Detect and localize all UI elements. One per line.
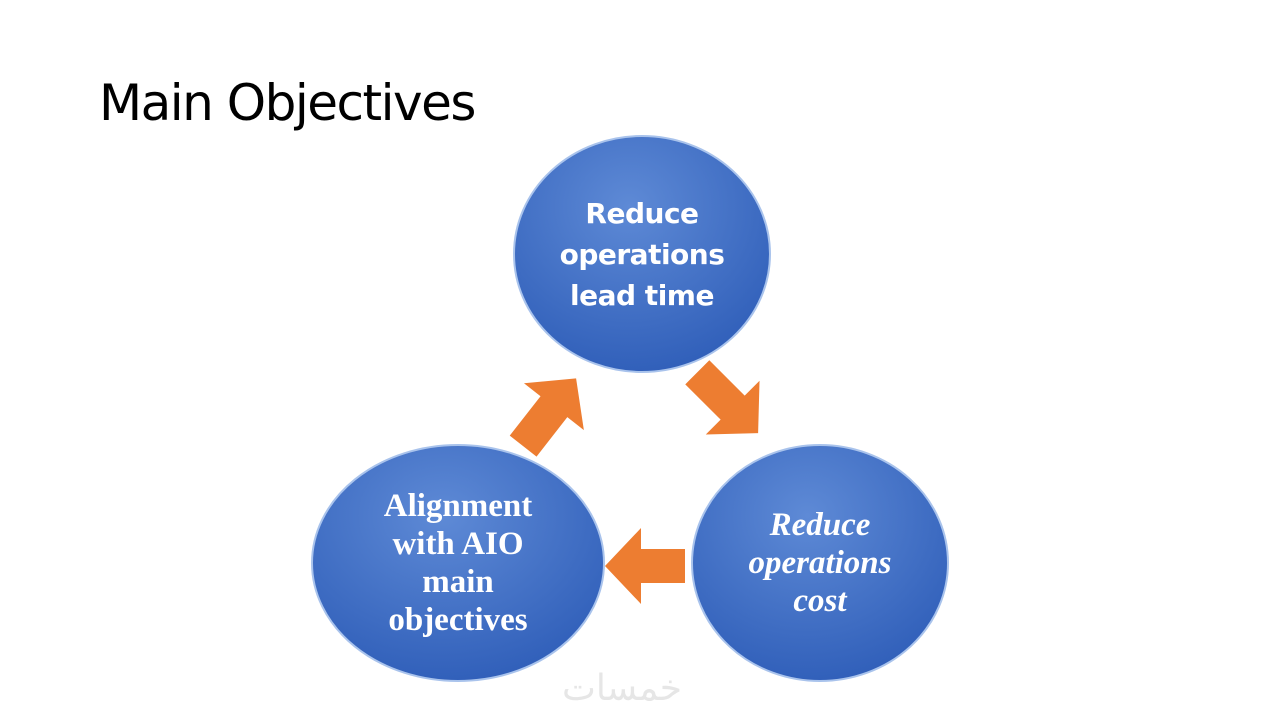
node-label-alignment: Alignment with AIO main objectives xyxy=(383,488,533,638)
slide-title: Main Objectives xyxy=(99,74,476,132)
arrow-left-to-top xyxy=(509,378,584,457)
watermark-logo: خمسات xyxy=(562,668,683,709)
circle-left xyxy=(311,444,605,682)
arrow-top-to-right xyxy=(685,360,760,435)
circle-top xyxy=(513,135,771,373)
circle-right xyxy=(691,444,949,682)
node-label-lead-time: Reduce operations lead time xyxy=(559,196,725,312)
arrow-right-to-left xyxy=(605,528,685,604)
node-label-cost: Reduce operations cost xyxy=(748,507,892,619)
